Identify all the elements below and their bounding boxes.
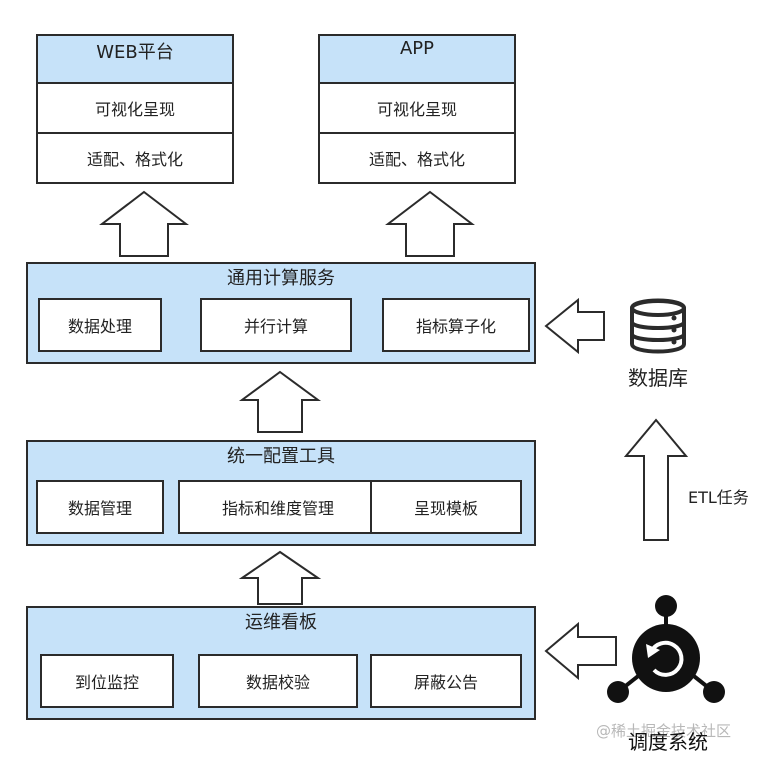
- compute-item-data-processing: 数据处理: [38, 298, 162, 352]
- config-item-metric-dimension: 指标和维度管理: [178, 480, 378, 534]
- compute-service-panel: 通用计算服务 数据处理 并行计算 指标算子化: [26, 262, 536, 364]
- left-arrow-icon: [544, 621, 617, 681]
- etl-task-label: ETL任务: [688, 488, 749, 507]
- watermark-text: @稀土掘金技术社区: [596, 722, 732, 740]
- config-item-template: 呈现模板: [370, 480, 522, 534]
- scheduler-icon: [607, 595, 725, 703]
- scheduler-label: 调度系统: [628, 730, 708, 754]
- up-arrow-icon: [238, 370, 322, 433]
- config-tool-panel: 统一配置工具 数据管理 指标和维度管理 呈现模板: [26, 440, 536, 546]
- web-platform-row-format: 适配、格式化: [86, 150, 183, 169]
- etl-up-arrow-icon: [623, 418, 689, 541]
- ops-item-arrival-monitor: 到位监控: [40, 654, 174, 708]
- web-platform-box: WEB平台 可视化呈现 适配、格式化: [36, 34, 234, 184]
- config-tool-title: 统一配置工具: [227, 446, 335, 467]
- left-arrow-icon: [544, 297, 605, 355]
- app-box: APP 可视化呈现 适配、格式化: [318, 34, 516, 184]
- compute-item-operator: 指标算子化: [382, 298, 530, 352]
- config-item-data-management: 数据管理: [36, 480, 164, 534]
- web-platform-title: WEB平台: [38, 36, 232, 84]
- compute-service-title: 通用计算服务: [227, 268, 335, 289]
- ops-item-data-validation: 数据校验: [198, 654, 358, 708]
- database-label: 数据库: [628, 366, 688, 390]
- app-title: APP: [320, 36, 514, 84]
- up-arrow-icon: [99, 190, 189, 257]
- ops-dashboard-title: 运维看板: [245, 612, 317, 633]
- ops-dashboard-panel: 运维看板 到位监控 数据校验 屏蔽公告: [26, 606, 536, 720]
- database-icon: [630, 298, 686, 354]
- up-arrow-icon: [238, 550, 322, 605]
- compute-item-parallel: 并行计算: [200, 298, 352, 352]
- app-row-format: 适配、格式化: [368, 150, 465, 169]
- app-row-visual: 可视化呈现: [320, 84, 514, 134]
- ops-item-block-notice: 屏蔽公告: [370, 654, 522, 708]
- up-arrow-icon: [385, 190, 475, 257]
- web-platform-row-visual: 可视化呈现: [38, 84, 232, 134]
